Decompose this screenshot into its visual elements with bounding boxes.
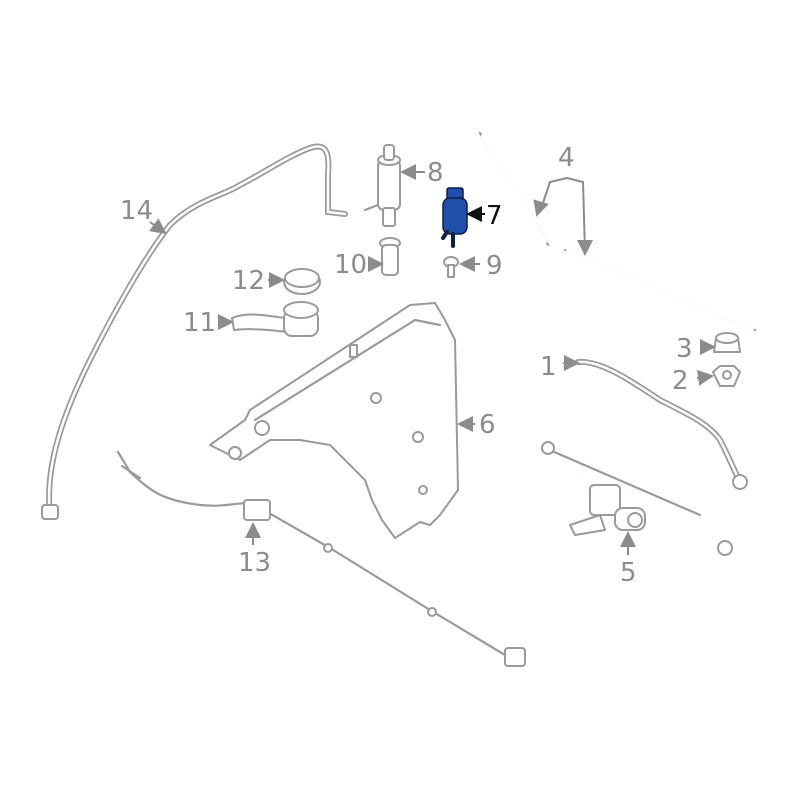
part-2-nut[interactable]: [712, 365, 741, 387]
callout-12[interactable]: 12: [232, 266, 265, 296]
callout-6[interactable]: 6: [479, 410, 496, 440]
leader-lines: [148, 164, 716, 555]
callout-5[interactable]: 5: [620, 558, 637, 588]
part-3-cap-nut[interactable]: [713, 332, 741, 353]
callout-1[interactable]: 1: [540, 352, 557, 382]
callout-9[interactable]: 9: [486, 251, 503, 281]
part-9-screw[interactable]: [443, 256, 459, 278]
part-14-washer-hose[interactable]: [41, 143, 348, 520]
callout-4[interactable]: 4: [558, 143, 575, 173]
part-4-wiper-blades[interactable]: [478, 131, 757, 332]
part-6-reservoir[interactable]: [209, 302, 459, 539]
part-7-washer-pump[interactable]: [441, 187, 468, 248]
callout-8[interactable]: 8: [427, 158, 444, 188]
callout-10[interactable]: 10: [334, 250, 367, 280]
part-1-wiper-arm[interactable]: [575, 358, 748, 490]
callout-13[interactable]: 13: [238, 548, 271, 578]
part-8-nozzle[interactable]: [363, 144, 401, 227]
part-10-grommet[interactable]: [379, 237, 401, 276]
callout-3[interactable]: 3: [676, 334, 693, 364]
part-12-cap[interactable]: [283, 268, 321, 295]
callout-2[interactable]: 2: [672, 366, 689, 396]
callout-7[interactable]: 7: [486, 201, 503, 231]
callout-14[interactable]: 14: [120, 196, 153, 226]
part-5-wiper-linkage[interactable]: [528, 441, 733, 556]
part-11-filler-neck[interactable]: [231, 301, 319, 337]
part-13-wiring-harness[interactable]: [116, 450, 526, 667]
callout-11[interactable]: 11: [183, 308, 216, 338]
